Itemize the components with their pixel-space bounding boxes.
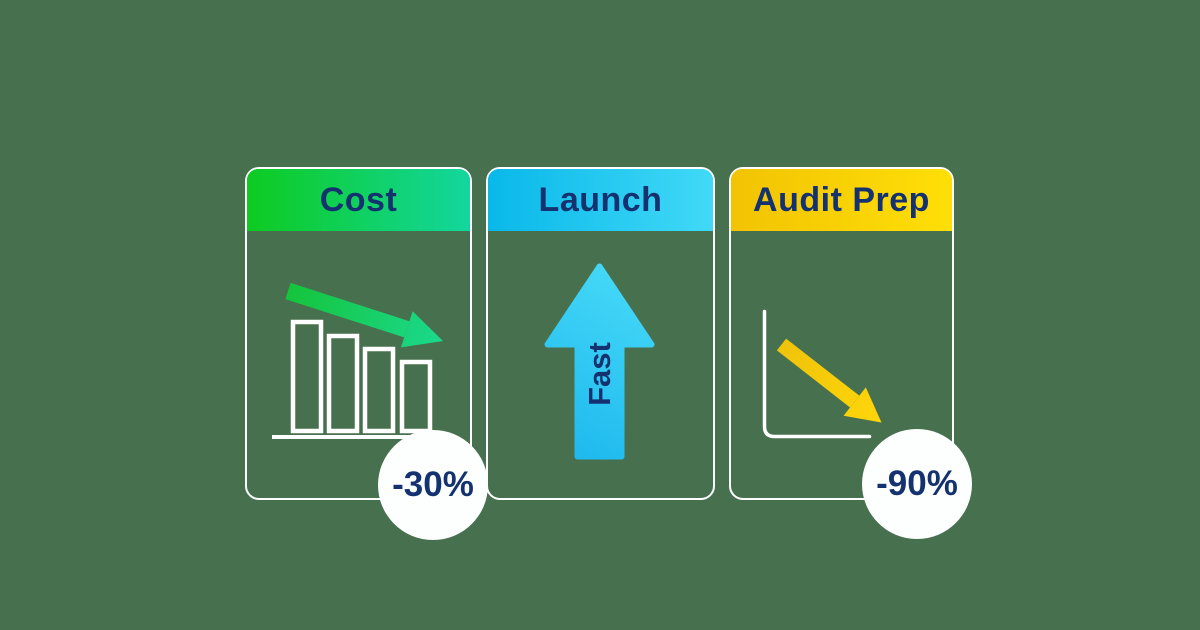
axis-downward-arrow-icon (762, 309, 882, 439)
card-audit-prep-title: Audit Prep (753, 180, 930, 219)
card-launch: Launch Fast (486, 167, 715, 500)
card-audit-prep-body (731, 231, 952, 497)
card-launch-header: Launch (488, 169, 713, 231)
card-cost-header: Cost (247, 169, 470, 231)
card-cost-title: Cost (319, 180, 398, 219)
fast-label: Fast (582, 342, 617, 406)
audit-prep-badge-value: -90% (876, 464, 958, 503)
card-launch-title: Launch (538, 180, 663, 219)
cost-badge-value: -30% (392, 465, 474, 504)
upward-arrow-icon: Fast (544, 263, 655, 460)
audit-prep-badge-circle: -90% (862, 429, 972, 539)
card-launch-body: Fast (488, 231, 713, 497)
cost-badge-circle: -30% (378, 430, 488, 540)
card-audit-prep-header: Audit Prep (731, 169, 952, 231)
card-audit-prep: Audit Prep (729, 167, 954, 500)
